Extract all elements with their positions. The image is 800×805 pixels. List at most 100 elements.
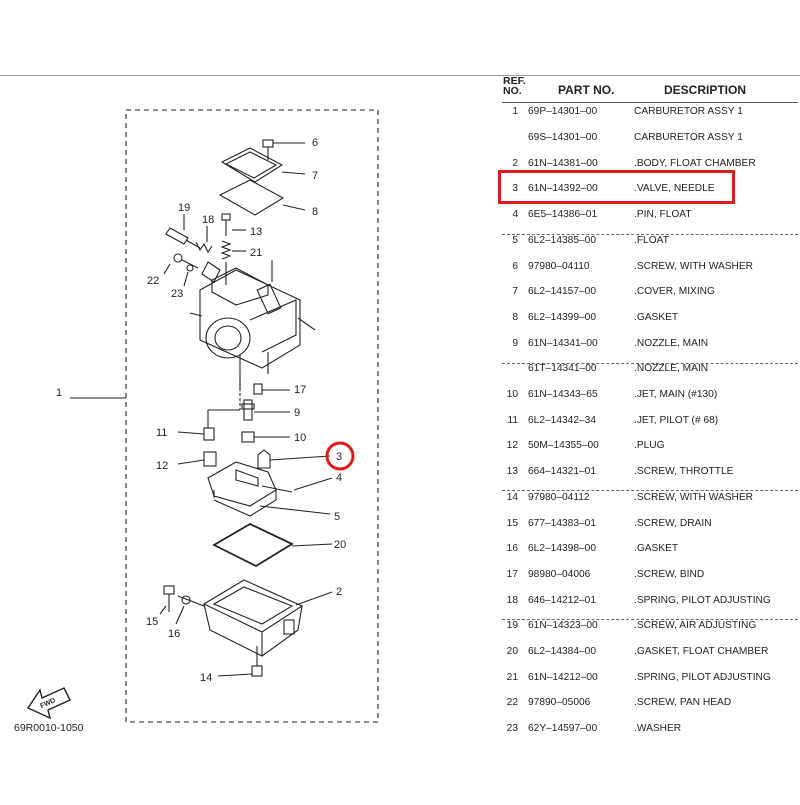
row-ref: 19	[506, 620, 518, 631]
row-part-no: 61N–14323–00	[528, 620, 598, 631]
part-7-cover	[220, 147, 306, 183]
callout-8: 8	[312, 206, 318, 218]
callout-3-highlight	[325, 441, 355, 471]
row-part-no: 6L2–14385–00	[528, 235, 596, 246]
part-3-needle-valve	[257, 449, 331, 469]
callout-4: 4	[336, 472, 342, 484]
row-part-no: 677–14383–01	[528, 518, 596, 529]
row-description: .NOZZLE, MAIN	[634, 338, 709, 349]
row-part-no: 50M–14355–00	[528, 440, 599, 451]
part-19-screw	[165, 214, 201, 249]
row-part-no: 6L2–14384–00	[528, 646, 596, 657]
diagram-code: 69R0010-1050	[14, 722, 84, 734]
row-ref: 17	[506, 569, 518, 580]
row-description: .GASKET	[634, 543, 679, 554]
row-part-no: 6E5–14386–01	[528, 209, 598, 220]
row-part-no: 97980–04112	[528, 492, 590, 503]
row-description: .PLUG	[634, 440, 665, 451]
row-ref: 20	[506, 646, 518, 657]
fwd-arrow-icon	[26, 687, 71, 720]
row-description: .JET, MAIN (#130)	[634, 389, 718, 400]
callout-5: 5	[334, 511, 340, 523]
callout-7: 7	[312, 170, 318, 182]
row-description: .COVER, MIXING	[634, 286, 715, 297]
part-8-gasket	[218, 179, 306, 216]
part-15-16-drain	[159, 585, 205, 625]
part-12-plug	[177, 451, 217, 467]
part-21-spring	[220, 240, 246, 285]
callout-23: 23	[171, 288, 183, 300]
table-row: 13 664–14321–01 .SCREW, THROTTLE	[500, 460, 800, 486]
row-ref: 12	[506, 440, 518, 451]
row-part-no: 97890–05006	[528, 697, 591, 708]
row-part-no: 664–14321–01	[528, 466, 596, 477]
table-row: 6 97980–04110 .SCREW, WITH WASHER	[500, 255, 800, 281]
carburetor-body	[189, 260, 316, 390]
row-ref: 3	[512, 183, 518, 194]
callout-6: 6	[312, 137, 318, 149]
row-3-highlight-box	[498, 170, 735, 204]
part-11-jet	[177, 427, 215, 441]
callout-17: 17	[294, 384, 306, 396]
row-ref: 5	[512, 235, 518, 246]
callout-1: 1	[56, 387, 62, 399]
callout-13: 13	[250, 226, 262, 238]
row-ref: 8	[512, 312, 518, 323]
row-description: .GASKET, FLOAT CHAMBER	[634, 646, 769, 657]
row-description: .FLOAT	[634, 235, 669, 246]
row-ref: 15	[506, 518, 518, 529]
row-ref: 18	[506, 595, 518, 606]
row-ref: 9	[512, 338, 518, 349]
table-row: 5 6L2–14385–00 .FLOAT	[500, 229, 800, 255]
part-13-screw	[221, 213, 246, 236]
table-row: 61T–14341–00.NOZZLE, MAIN	[500, 357, 800, 383]
row-ref: 14	[506, 492, 518, 503]
top-rule	[0, 75, 800, 76]
part-17-screw	[253, 383, 290, 395]
row-part-no: 6L2–14398–00	[528, 543, 596, 554]
part-4-pin	[261, 477, 333, 493]
part-2-float-chamber	[202, 579, 333, 657]
assembly-frame	[125, 109, 379, 723]
row-part-no: 69P–14301–00	[528, 106, 598, 117]
part-14-screw	[217, 646, 263, 677]
row-ref: 11	[507, 415, 518, 426]
row-ref: 13	[506, 466, 518, 477]
row-description: .SCREW, THROTTLE	[634, 466, 734, 477]
group-separator	[502, 619, 798, 620]
row-description: .SCREW, PAN HEAD	[634, 697, 732, 708]
row-ref: 1	[512, 106, 518, 117]
row-description: .SCREW, BIND	[634, 569, 705, 580]
row-part-no: 97980–04110	[528, 261, 590, 272]
callout-15: 15	[146, 616, 158, 628]
row-description: .BODY, FLOAT CHAMBER	[634, 158, 756, 169]
row-part-no: 98980–04006	[528, 569, 591, 580]
part-5-float	[207, 461, 331, 517]
row-description: .SCREW, DRAIN	[634, 518, 712, 529]
row-ref: 2	[512, 158, 518, 169]
row-part-no: 6L2–14342–34	[528, 415, 596, 426]
callout-11: 11	[156, 427, 167, 439]
callout-22: 22	[147, 275, 159, 287]
row-description: .VALVE, NEEDLE	[634, 183, 715, 194]
row-description: .SCREW, WITH WASHER	[634, 261, 754, 272]
callout-14: 14	[200, 672, 212, 684]
header-ref: REF. NO.	[503, 75, 526, 97]
header-rule	[502, 102, 798, 103]
header-part-no: PART NO.	[558, 83, 615, 97]
row-ref: 6	[512, 261, 518, 272]
callout-18: 18	[202, 214, 214, 226]
row-part-no: 61N–14381–00	[528, 158, 598, 169]
row-part-no: 61N–14392–00	[528, 183, 598, 194]
header-description: DESCRIPTION	[664, 83, 747, 97]
callout-3: 3	[336, 451, 342, 463]
table-row: 20 6L2–14384–00 .GASKET, FLOAT CHAMBER	[500, 640, 800, 666]
